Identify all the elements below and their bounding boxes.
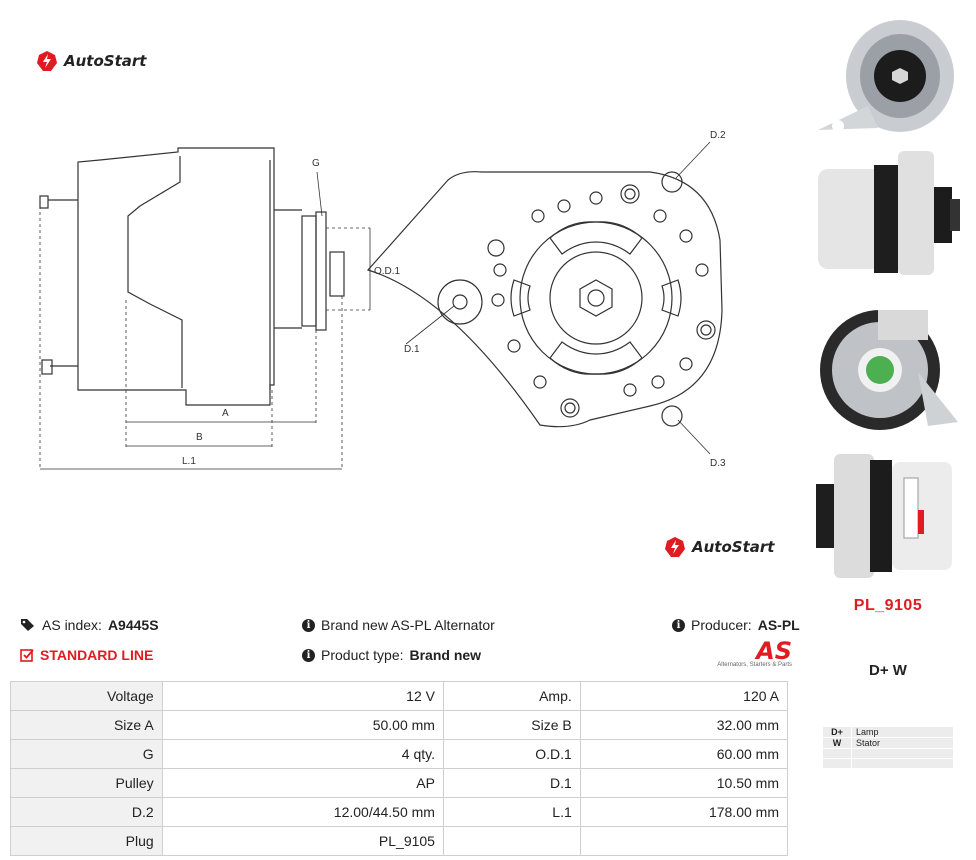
label-od1: O.D.1 — [374, 266, 401, 277]
producer-value: AS-PL — [757, 617, 800, 633]
producer: i Producer: AS-PL — [672, 617, 800, 633]
terminal-key — [822, 758, 852, 769]
spec-label: O.D.1 — [442, 739, 581, 769]
spec-value: AP — [161, 768, 444, 798]
spec-value: 50.00 mm — [161, 710, 444, 740]
table-row: Plug PL_9105 — [10, 826, 789, 856]
product-description: i Brand new AS-PL Alternator — [302, 617, 495, 633]
label-b: B — [196, 432, 203, 443]
label-d2: D.2 — [710, 130, 726, 141]
producer-label: Producer: — [691, 617, 752, 633]
terminal-row: D+ Lamp — [822, 726, 954, 738]
product-type: i Product type: Brand new — [302, 647, 481, 663]
terminal-row — [822, 758, 954, 769]
label-d3: D.3 — [710, 458, 726, 469]
table-row: Pulley AP D.1 10.50 mm — [10, 768, 789, 798]
spec-label: L.1 — [442, 797, 581, 827]
table-row: Size A 50.00 mm Size B 32.00 mm — [10, 710, 789, 740]
product-photo-front[interactable] — [808, 10, 968, 142]
table-row: G 4 qty. O.D.1 60.00 mm — [10, 739, 789, 769]
table-row: D.2 12.00/44.50 mm L.1 178.00 mm — [10, 797, 789, 827]
description-text: Brand new AS-PL Alternator — [321, 617, 495, 633]
label-a: A — [222, 408, 229, 419]
spec-value: 10.50 mm — [579, 768, 789, 798]
producer-tagline: Alternators, Starters & Parts — [717, 662, 792, 668]
brand-logo-bottom: AutoStart — [664, 536, 774, 558]
info-icon: i — [672, 618, 685, 632]
terminals-table: D+ Lamp W Stator — [822, 726, 954, 769]
terminal-desc: Lamp — [851, 726, 954, 738]
product-type-label: Product type: — [321, 647, 404, 663]
terminals-title: D+ W — [869, 662, 907, 679]
autostart-logo-icon — [37, 51, 57, 71]
producer-logo-text: AS — [756, 637, 792, 665]
brand-name: AutoStart — [64, 52, 147, 70]
terminal-desc: Stator — [851, 737, 954, 749]
as-index-value: A9445S — [107, 617, 159, 633]
terminal-key: D+ — [822, 726, 852, 738]
spec-value: 4 qty. — [161, 739, 444, 769]
spec-label: D.2 — [10, 797, 163, 827]
terminal-desc — [851, 748, 954, 759]
product-photo-side[interactable] — [808, 147, 968, 279]
spec-label — [442, 826, 581, 856]
spec-label: G — [10, 739, 163, 769]
spec-label: Size B — [442, 710, 581, 740]
spec-value — [579, 826, 789, 856]
label-g: G — [312, 158, 320, 169]
label-l1: L.1 — [182, 456, 196, 467]
spec-value: 12.00/44.50 mm — [161, 797, 444, 827]
autostart-logo-icon — [665, 537, 685, 557]
spec-label: Pulley — [10, 768, 163, 798]
terminal-key: W — [822, 737, 852, 749]
product-line: STANDARD LINE — [20, 647, 153, 663]
product-type-value: Brand new — [409, 647, 482, 663]
brand-logo-top: AutoStart — [36, 50, 146, 72]
spec-label: Size A — [10, 710, 163, 740]
spec-label: D.1 — [442, 768, 581, 798]
spec-value: PL_9105 — [161, 826, 444, 856]
product-photo-rear[interactable] — [808, 302, 968, 434]
spec-value: 178.00 mm — [579, 797, 789, 827]
spec-value: 120 A — [579, 681, 789, 711]
technical-drawing: G O.D.1 A B L.1 D.1 D.2 D.3 — [39, 130, 726, 470]
as-index-label: AS index: — [42, 617, 102, 633]
check-square-icon — [20, 649, 34, 662]
spec-label: Plug — [10, 826, 163, 856]
specs-table: Voltage 12 V Amp. 120 A Size A 50.00 mm … — [10, 681, 789, 856]
plug-code: PL_9105 — [853, 597, 923, 614]
info-icon: i — [302, 648, 315, 662]
terminal-key — [822, 748, 852, 759]
spec-label: Voltage — [10, 681, 163, 711]
label-d1: D.1 — [404, 344, 420, 355]
table-row: Voltage 12 V Amp. 120 A — [10, 681, 789, 711]
spec-value: 32.00 mm — [579, 710, 789, 740]
spec-label: Amp. — [442, 681, 581, 711]
spec-value: 60.00 mm — [579, 739, 789, 769]
product-line-label: STANDARD LINE — [40, 647, 154, 663]
terminal-desc — [851, 758, 954, 769]
brand-name: AutoStart — [692, 538, 775, 556]
spec-value: 12 V — [161, 681, 444, 711]
product-photo-label[interactable] — [808, 450, 968, 582]
as-index: AS index: A9445S — [20, 617, 159, 633]
producer-logo: AS Alternators, Starters & Parts — [700, 637, 792, 668]
terminal-row — [822, 748, 954, 759]
terminal-row: W Stator — [822, 737, 954, 749]
tags-icon — [21, 619, 34, 631]
info-icon: i — [302, 618, 315, 632]
